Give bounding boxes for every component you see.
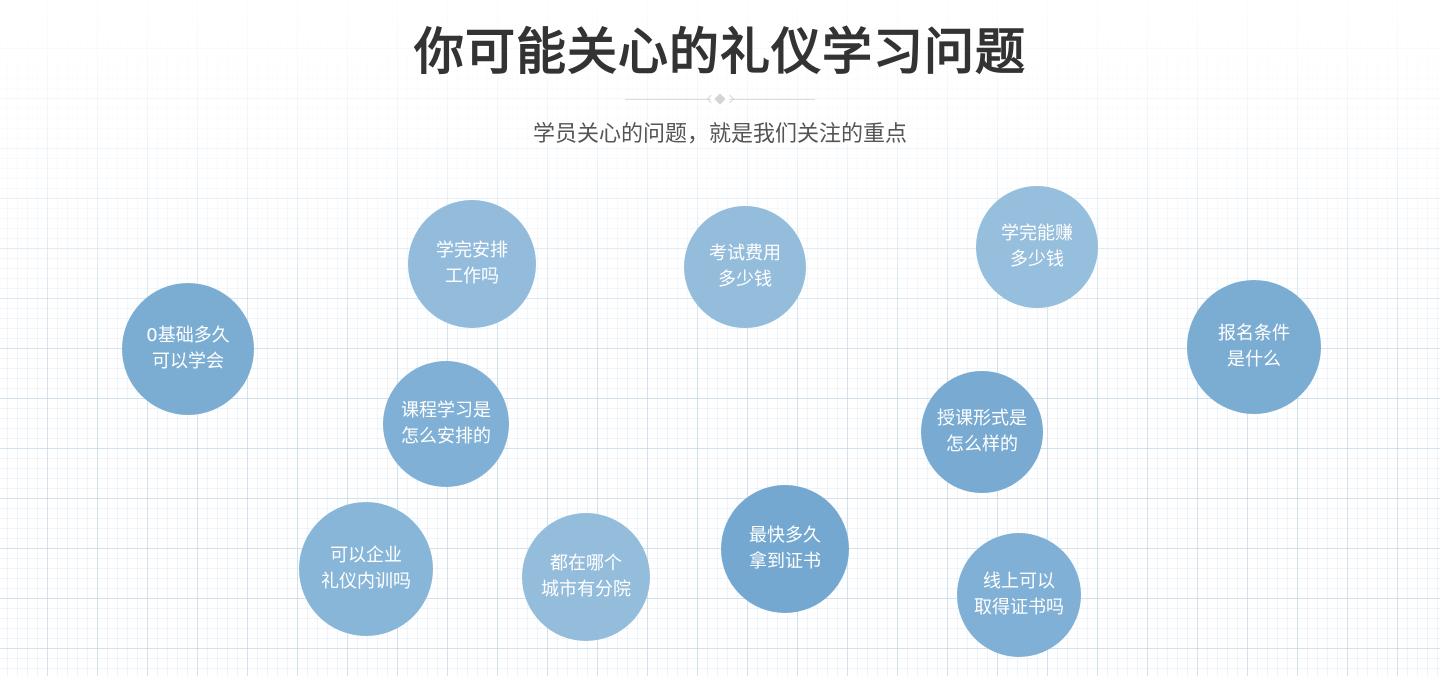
bubble-line-2: 怎么样的 (946, 434, 1018, 455)
bubble-line-1: 都在哪个 (550, 553, 622, 574)
faq-bubble-teaching-format[interactable]: 授课形式是 怎么样的 (921, 371, 1043, 493)
bubble-line-1: 0基础多久 (146, 325, 230, 346)
bubble-line-2: 礼仪内训吗 (321, 571, 411, 592)
bubble-line-2: 多少钱 (1010, 249, 1064, 270)
faq-bubble-enroll-requirements[interactable]: 报名条件 是什么 (1187, 280, 1321, 414)
faq-bubble-online-certificate[interactable]: 线上可以 取得证书吗 (957, 533, 1081, 657)
faq-bubble-branch-cities[interactable]: 都在哪个 城市有分院 (522, 513, 650, 641)
bubble-line-1: 学完能赚 (1001, 223, 1073, 244)
bubble-line-1: 可以企业 (330, 545, 402, 566)
bubble-line-2: 是什么 (1227, 349, 1281, 370)
page-subtitle: 学员关心的问题，就是我们关注的重点 (532, 122, 907, 147)
bubble-line-1: 课程学习是 (401, 400, 491, 421)
bubble-line-2: 可以学会 (152, 351, 224, 372)
bubble-line-2: 城市有分院 (541, 579, 631, 600)
faq-bubble-job-placement[interactable]: 学完安排 工作吗 (408, 200, 536, 328)
bubble-line-2: 拿到证书 (749, 551, 821, 572)
bubble-line-1: 学完安排 (436, 240, 508, 261)
faq-bubble-zero-basis[interactable]: 0基础多久 可以学会 (122, 283, 254, 415)
faq-bubble-course-schedule[interactable]: 课程学习是 怎么安排的 (383, 361, 509, 487)
faq-bubble-earnings[interactable]: 学完能赚 多少钱 (976, 186, 1098, 308)
bubble-line-1: 最快多久 (749, 525, 821, 546)
bubble-line-2: 工作吗 (445, 266, 499, 287)
bubble-line-1: 授课形式是 (937, 408, 1027, 429)
bubble-line-2: 怎么安排的 (401, 426, 491, 447)
faq-bubble-corporate-training[interactable]: 可以企业 礼仪内训吗 (299, 502, 433, 636)
diamond-icon (714, 93, 726, 105)
diamond-ornament-icon (706, 93, 735, 106)
bubble-line-1: 报名条件 (1218, 323, 1290, 344)
bubble-line-2: 多少钱 (718, 269, 772, 290)
chevron-right-icon (725, 94, 735, 104)
bubble-line-1: 线上可以 (983, 571, 1055, 592)
faq-bubble-exam-fee[interactable]: 考试费用 多少钱 (684, 206, 806, 328)
faq-bubble-fastest-certificate[interactable]: 最快多久 拿到证书 (721, 485, 849, 613)
page-title: 你可能关心的礼仪学习问题 (414, 23, 1026, 81)
bubble-line-2: 取得证书吗 (974, 597, 1064, 618)
bubble-line-1: 考试费用 (709, 243, 781, 264)
